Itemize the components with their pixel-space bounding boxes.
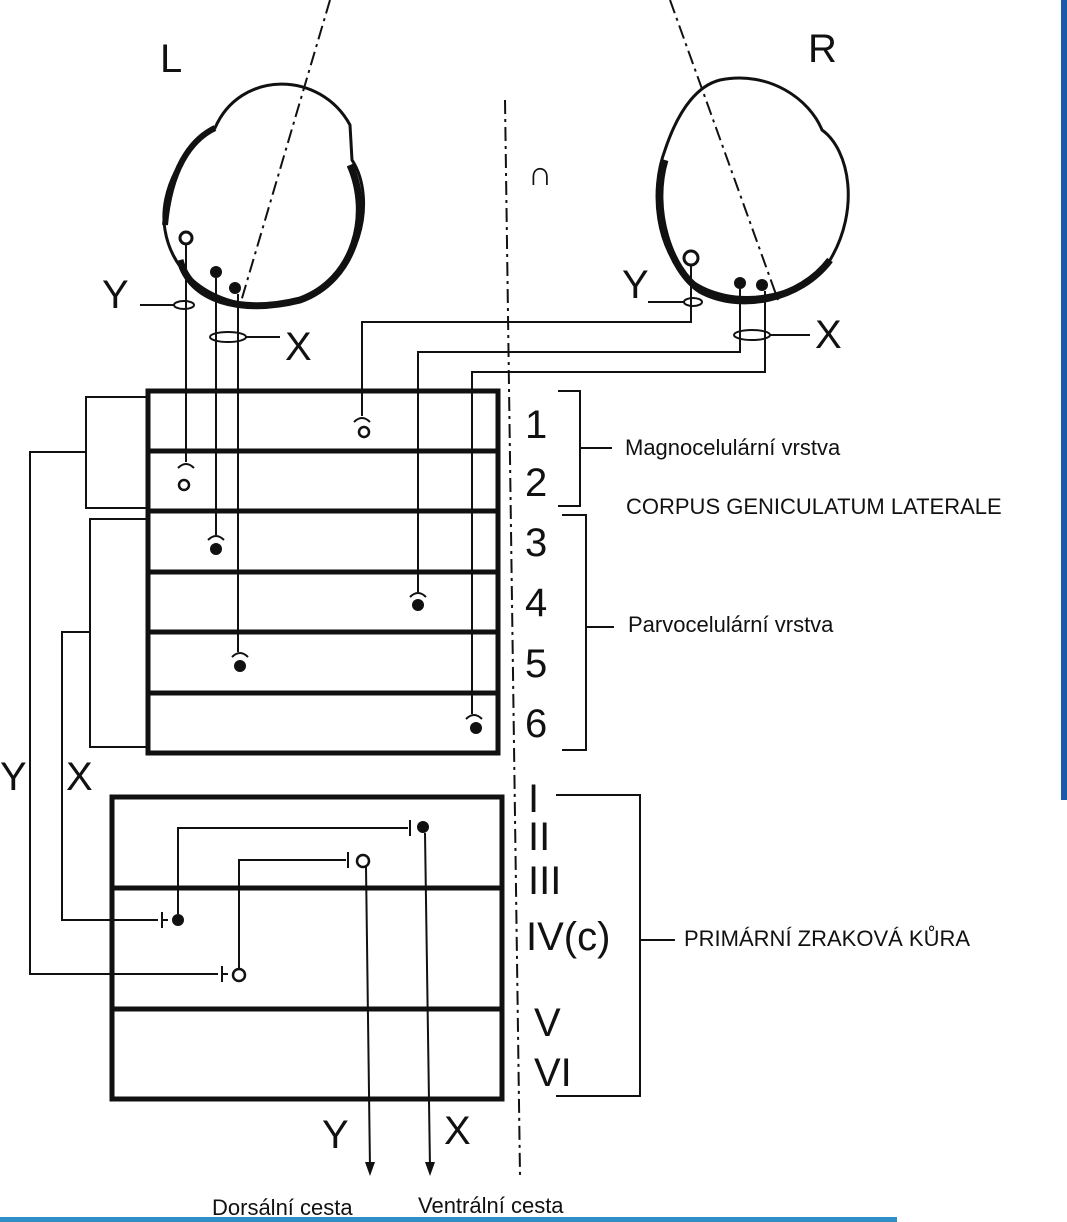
right-eye-label: R <box>808 27 837 71</box>
ventral-output-line <box>425 833 430 1168</box>
left-x-ganglion-cell-1 <box>210 266 222 278</box>
right-y-bundle <box>684 298 702 306</box>
dorsal-pathway-label: Dorsální cesta <box>212 1195 353 1220</box>
left-y-bundle <box>174 301 194 309</box>
cortex-synapse-y-layer3 <box>357 855 369 867</box>
cortex-out-x-label: X <box>444 1109 471 1153</box>
left-eye-label: L <box>160 37 182 81</box>
dorsal-output-line <box>366 867 370 1168</box>
cortex-layer-IVc: IV(c) <box>526 915 610 959</box>
ventral-pathway-label: Ventrální cesta <box>418 1193 564 1218</box>
left-y-label: Y <box>102 273 129 317</box>
cortex-synapse-x-layer2 <box>417 821 429 833</box>
parvo-bracket <box>562 515 586 750</box>
left-x-ganglion-cell-2 <box>229 282 241 294</box>
lgn-out-x-label: X <box>66 755 93 799</box>
lgn-layer-2: 2 <box>525 461 547 505</box>
lgn-parvo-bracket <box>90 519 148 747</box>
cortex-synapse-y-layer4 <box>233 969 245 981</box>
magno-bracket <box>558 391 580 506</box>
right-eye <box>657 78 848 301</box>
lgn-title: CORPUS GENICULATUM LATERALE <box>626 494 1002 519</box>
right-y-label: Y <box>622 263 649 307</box>
lgn-layer-3: 3 <box>525 521 547 565</box>
right-x-ganglion-cell-1 <box>734 277 746 289</box>
dorsal-arrowhead <box>365 1162 375 1176</box>
cortex-synapse-x-layer4 <box>172 914 184 926</box>
cortex-layer-III: III <box>528 859 561 903</box>
lgn-layer-4: 4 <box>525 581 547 625</box>
cortex-layer-V: V <box>534 1001 561 1045</box>
x-intracortical <box>178 828 408 914</box>
edge-blue-bar <box>1061 0 1067 800</box>
midline-mark: ∩ <box>528 155 552 193</box>
lgn-synapse-layer2 <box>179 480 189 490</box>
cortex-box <box>112 797 502 1099</box>
lgn-out-y-label: Y <box>0 755 27 799</box>
left-y-ganglion-cell <box>180 232 192 244</box>
lgn-synapse-layer4 <box>412 599 424 611</box>
magno-label: Magnocelulární vrstva <box>625 435 841 460</box>
lgn-magno-bracket <box>86 397 148 508</box>
y-pathway-to-cortex <box>30 452 218 974</box>
lgn-synapse-layer5 <box>234 660 246 672</box>
cortex-layer-II: II <box>528 815 550 859</box>
parvo-label: Parvocelulární vrstva <box>628 612 834 637</box>
lgn-box <box>148 391 498 753</box>
right-x-ganglion-cell-2 <box>756 279 768 291</box>
right-x-label: X <box>815 313 842 357</box>
lgn-layer-6: 6 <box>525 702 547 746</box>
lgn-synapse-layer1 <box>359 427 369 437</box>
lgn-layer-1: 1 <box>525 403 547 447</box>
cortex-layer-VI: VI <box>534 1051 572 1095</box>
midline <box>505 100 520 1175</box>
ventral-arrowhead <box>425 1162 435 1176</box>
cortex-title: PRIMÁRNÍ ZRAKOVÁ KŮRA <box>684 926 970 951</box>
lgn-layer-5: 5 <box>525 642 547 686</box>
left-visual-axis <box>240 0 330 305</box>
left-x-label: X <box>285 325 312 369</box>
lgn-synapse-layer3 <box>210 543 222 555</box>
y-intracortical <box>239 860 346 969</box>
left-eye <box>164 84 364 306</box>
right-y-ganglion-cell <box>684 251 698 265</box>
lgn-synapse-layer6 <box>470 722 482 734</box>
cortex-out-y-label: Y <box>322 1113 349 1157</box>
